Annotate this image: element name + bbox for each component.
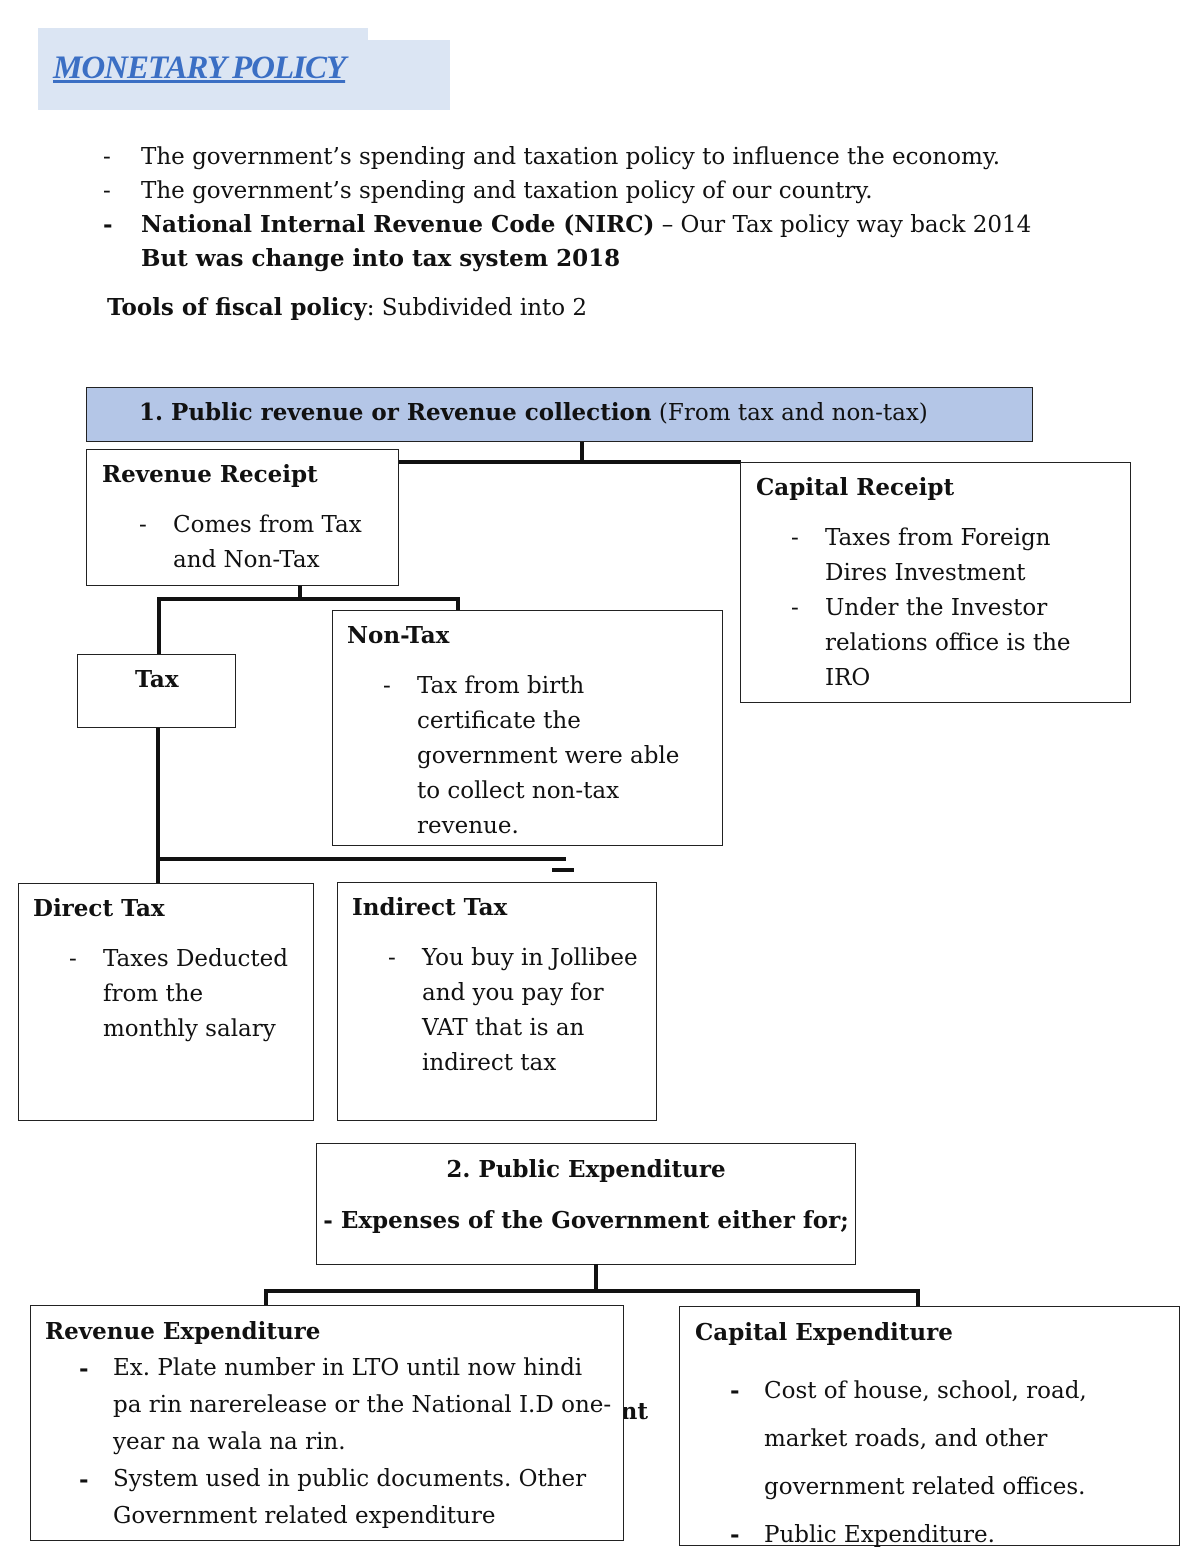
list-item: -Public Expenditure. [730, 1521, 995, 1548]
public-revenue-box: 1. Public revenue or Revenue collection … [86, 387, 1033, 442]
list-item: -Ex. Plate number in LTO until now hindi [79, 1355, 583, 1382]
connector [156, 857, 566, 861]
capital-receipt-box: Capital Receipt -Taxes from Foreign Dire… [740, 462, 1131, 703]
intro-bullets: -The government’s spending and taxation … [103, 140, 1103, 276]
list-item: -Comes from Tax [139, 512, 362, 538]
list-item: -Taxes from Foreign [791, 525, 1051, 551]
connector [157, 597, 460, 601]
list-item: -Taxes Deducted [69, 946, 289, 972]
page-title: MONETARY POLICY [53, 50, 346, 86]
connector [298, 585, 302, 599]
connector [594, 1264, 598, 1292]
revenue-receipt-box: Revenue Receipt -Comes from Tax and Non-… [86, 449, 399, 586]
public-expenditure-box: 2. Public Expenditure - Expenses of the … [316, 1143, 856, 1265]
connector [456, 597, 460, 611]
box-title: Indirect Tax [352, 894, 508, 921]
direct-tax-box: Direct Tax -Taxes Deducted from the mont… [18, 883, 314, 1121]
non-tax-box: Non-Tax -Tax from birth certificate the … [332, 610, 723, 846]
box-title: Revenue Receipt [102, 461, 318, 488]
box-title: Tax [135, 666, 179, 693]
connector [156, 727, 160, 887]
box-title: Capital Expenditure [695, 1319, 953, 1346]
tax-box: Tax [77, 654, 236, 728]
bullet-continuation: But was change into tax system 2018 [141, 245, 621, 272]
list-item: -System used in public documents. Other [79, 1466, 587, 1493]
list-item: -Cost of house, school, road, [730, 1377, 1087, 1404]
connector [398, 460, 741, 464]
list-item: -Under the Investor [791, 595, 1048, 621]
connector [264, 1289, 268, 1307]
bullet-item: -National Internal Revenue Code (NIRC) –… [103, 211, 1032, 238]
list-item: -Tax from birth [383, 673, 585, 699]
box-title: Non-Tax [347, 622, 450, 649]
box-title: Direct Tax [33, 895, 165, 922]
revenue-expenditure-box: Revenue Expenditure -Ex. Plate number in… [30, 1305, 624, 1541]
list-item: and Non-Tax [173, 547, 320, 573]
title-highlight [38, 40, 450, 110]
connector [580, 440, 584, 462]
connector [916, 1289, 920, 1308]
bullet-item: -The government’s spending and taxation … [103, 178, 873, 204]
connector [264, 1289, 920, 1293]
box-subtitle: - Expenses of the Government either for; [323, 1207, 849, 1234]
box-title: 2. Public Expenditure [446, 1156, 726, 1183]
indirect-tax-box: Indirect Tax -You buy in Jollibee and yo… [337, 882, 657, 1121]
connector [157, 597, 161, 655]
tools-line: Tools of fiscal policy: Subdivided into … [107, 294, 588, 321]
list-item: -You buy in Jollibee [388, 945, 638, 971]
capital-expenditure-box: Capital Expenditure -Cost of house, scho… [679, 1306, 1180, 1548]
box-title: Capital Receipt [756, 474, 955, 501]
bullet-item: -The government’s spending and taxation … [103, 144, 1001, 170]
connector [552, 868, 574, 872]
box-title: Revenue Expenditure [45, 1318, 321, 1345]
